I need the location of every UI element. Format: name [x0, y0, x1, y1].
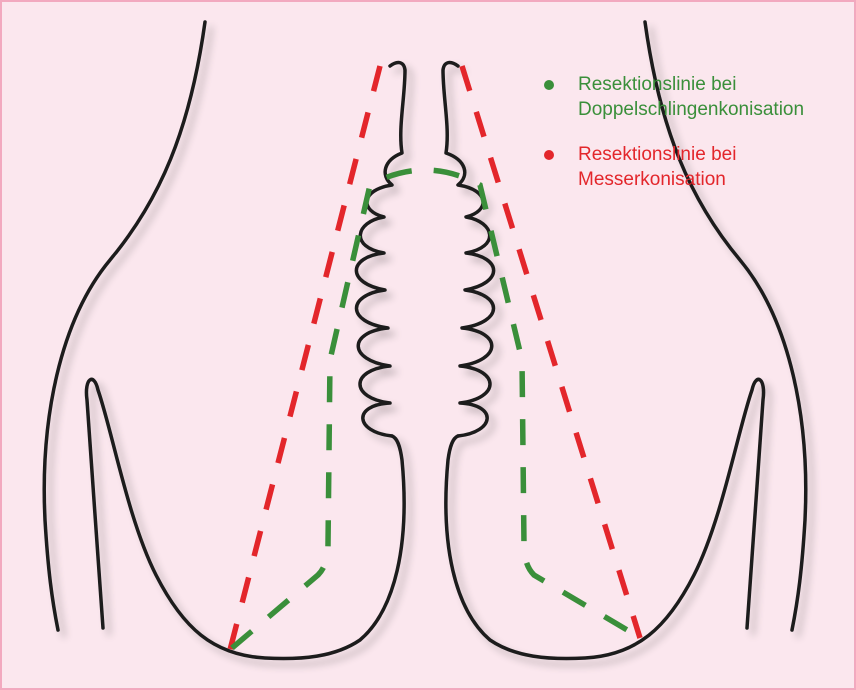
left-vaginal-fold — [86, 379, 404, 658]
legend-item-knife: Resektionslinie bei Messerkonisation — [540, 142, 840, 192]
legend-label-line2: Doppelschlingenkonisation — [578, 97, 840, 122]
legend-label-line1: Resektionslinie bei — [578, 142, 840, 167]
legend-green-dot-icon — [544, 80, 554, 90]
right-canal-wall — [443, 63, 494, 436]
left-knife-resection-line — [230, 66, 380, 650]
legend-label-line1: Resektionslinie bei — [578, 72, 840, 97]
legend-item-double-loop: Resektionslinie bei Doppelschlingenkonis… — [540, 72, 840, 122]
legend-red-dot-icon — [544, 150, 554, 160]
legend-label-line2: Messerkonisation — [578, 167, 840, 192]
left-outer-contour — [44, 22, 205, 630]
legend: Resektionslinie bei Doppelschlingenkonis… — [540, 72, 840, 212]
